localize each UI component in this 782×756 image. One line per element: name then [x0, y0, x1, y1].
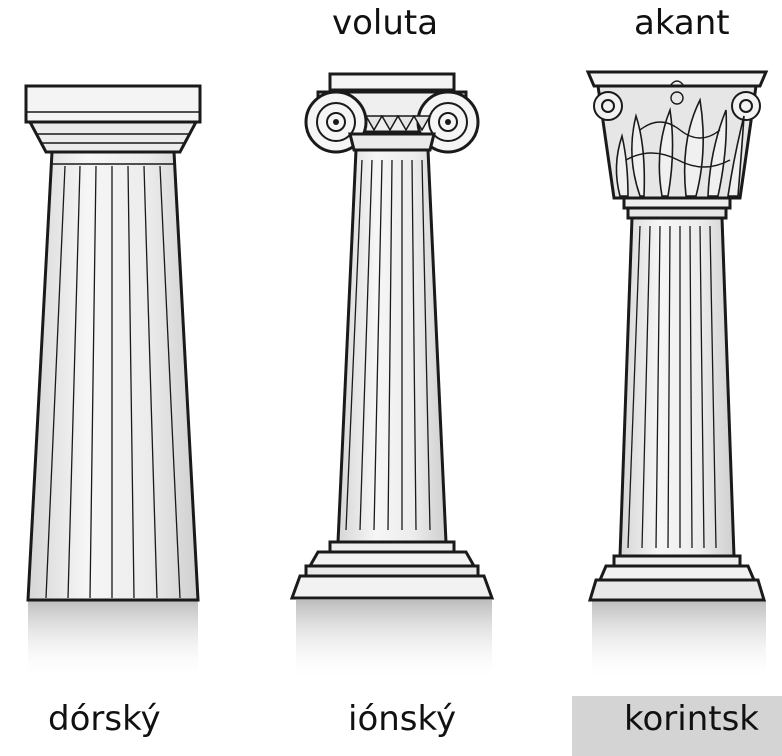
ionic-column-icon	[292, 74, 492, 682]
corinthian-column-icon	[588, 72, 766, 682]
label-doric-order: dórský	[48, 702, 161, 736]
doric-shadow	[28, 600, 198, 680]
doric-column-icon	[26, 86, 200, 680]
label-akant: akant	[634, 6, 730, 40]
label-ionic-order: iónský	[348, 702, 456, 736]
label-corinthian-order: korintsk	[624, 702, 759, 736]
corinthian-shadow	[592, 600, 766, 682]
ionic-shadow	[296, 600, 492, 682]
label-voluta: voluta	[332, 6, 438, 40]
